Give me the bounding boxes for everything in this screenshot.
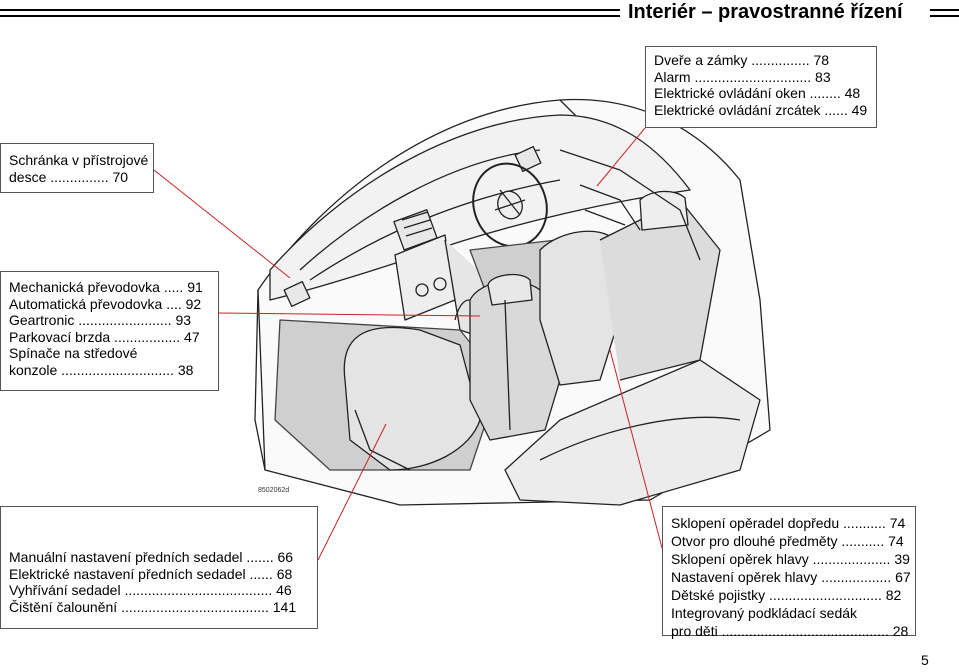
callout-front-seats: Manuální nastavení předních sedadel ....… <box>0 506 318 629</box>
callout-line: Čištění čalounění ......................… <box>9 598 297 615</box>
callout-line: Otvor pro dlouhé předměty ........... 74 <box>671 533 904 549</box>
callout-line: Alarm .............................. 83 <box>654 68 831 85</box>
page-title: Interiér – pravostranné řízení <box>628 1 903 23</box>
callout-line: Schránka v přístrojové <box>9 152 149 168</box>
callout-line: Elektrické ovládání oken ........ 48 <box>654 85 861 101</box>
callout-doors: Dveře a zámky ............... 78 Alarm .… <box>645 46 877 128</box>
callout-line: Elektrické ovládání zrcátek ...... 49 <box>654 101 868 118</box>
callout-line: pro děti ...............................… <box>671 623 909 639</box>
callout-line: konzole ............................. 38 <box>9 361 194 378</box>
callout-gearbox: Mechanická převodovka ..... 91 Automatic… <box>0 271 219 391</box>
callout-line: Parkovací brzda ................. 47 <box>9 328 200 345</box>
callout-line: Sklopení opěradel dopředu ........... 74 <box>671 515 906 531</box>
callout-rear-seats: Sklopení opěradel dopředu ........... 74… <box>662 506 916 639</box>
callout-line: Spínače na středové <box>9 345 138 361</box>
callout-line: Manuální nastavení předních sedadel ....… <box>9 549 294 565</box>
figure-reference-code: 8502062d <box>258 487 290 494</box>
callout-line: Geartronic ........................ 93 <box>9 312 192 328</box>
page-number: 5 <box>921 652 929 668</box>
callout-line: Vyhřívání sedadel ......................… <box>9 582 292 598</box>
header-rule-right <box>930 9 959 17</box>
callout-line: Integrovaný podkládací sedák <box>671 605 858 621</box>
callout-line: Dveře a zámky ............... 78 <box>654 52 830 68</box>
callout-line: Dětské pojistky ........................… <box>671 587 902 603</box>
callout-glovebox: Schránka v přístrojové desce ...........… <box>0 143 154 193</box>
callout-line: Sklopení opěrek hlavy ..................… <box>671 551 910 567</box>
callout-line: Elektrické nastavení předních sedadel ..… <box>9 565 293 582</box>
callout-line: Nastavení opěrek hlavy .................… <box>671 569 911 585</box>
header-rule-left <box>0 9 620 17</box>
callout-line: Mechanická převodovka ..... 91 <box>9 279 203 295</box>
callout-line: desce ............... 70 <box>9 168 129 185</box>
callout-line: Automatická převodovka .... 92 <box>9 295 202 312</box>
